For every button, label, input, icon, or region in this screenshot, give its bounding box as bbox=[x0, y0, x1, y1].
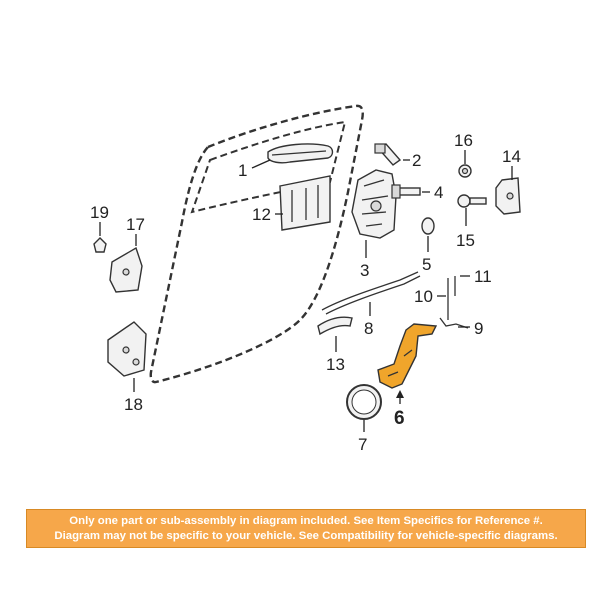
callout-4: 4 bbox=[434, 183, 443, 202]
callout-16: 16 bbox=[454, 131, 473, 150]
part-12-handle-bracket bbox=[275, 175, 331, 231]
part-3-door-latch bbox=[351, 169, 397, 258]
door-outline bbox=[149, 104, 364, 384]
callout-11: 11 bbox=[474, 267, 492, 286]
part-19-bolt bbox=[93, 222, 107, 253]
part-18-lower-hinge bbox=[107, 321, 147, 392]
disclaimer-banner: Only one part or sub-assembly in diagram… bbox=[26, 509, 586, 548]
part-14-striker bbox=[495, 166, 521, 215]
callout-2: 2 bbox=[412, 151, 421, 170]
disclaimer-line-1: Only one part or sub-assembly in diagram… bbox=[69, 514, 543, 527]
part-7-gasket bbox=[346, 384, 382, 432]
callout-8: 8 bbox=[364, 319, 373, 338]
part-5-grommet bbox=[421, 217, 435, 252]
disclaimer-line-2: Diagram may not be specific to your vehi… bbox=[54, 529, 558, 542]
part-17-upper-hinge bbox=[109, 234, 143, 293]
callout-19: 19 bbox=[90, 203, 109, 222]
part-4-bolt bbox=[391, 184, 430, 199]
part-11-lock-rod bbox=[447, 275, 470, 320]
callout-10: 10 bbox=[414, 287, 433, 306]
part-8-release-cable bbox=[321, 271, 421, 316]
callout-18: 18 bbox=[124, 395, 143, 414]
part-15-striker-bolt bbox=[457, 194, 487, 226]
callout-12: 12 bbox=[252, 205, 271, 224]
part-1-outside-handle bbox=[251, 143, 334, 169]
part-16-nut bbox=[458, 150, 472, 178]
callout-9: 9 bbox=[474, 319, 483, 338]
part-6-lock-actuator bbox=[377, 323, 438, 404]
callout-5: 5 bbox=[422, 255, 431, 274]
callout-1: 1 bbox=[238, 161, 247, 180]
callout-7: 7 bbox=[358, 435, 367, 454]
part-13-seal bbox=[317, 316, 353, 352]
part-2-bolt bbox=[374, 143, 410, 166]
callout-14: 14 bbox=[502, 147, 521, 166]
callout-13: 13 bbox=[326, 355, 345, 374]
part-9-link-rod bbox=[439, 317, 470, 329]
callout-3: 3 bbox=[360, 261, 369, 280]
callout-15: 15 bbox=[456, 231, 475, 250]
callout-6: 6 bbox=[394, 408, 405, 429]
callout-17: 17 bbox=[126, 215, 145, 234]
